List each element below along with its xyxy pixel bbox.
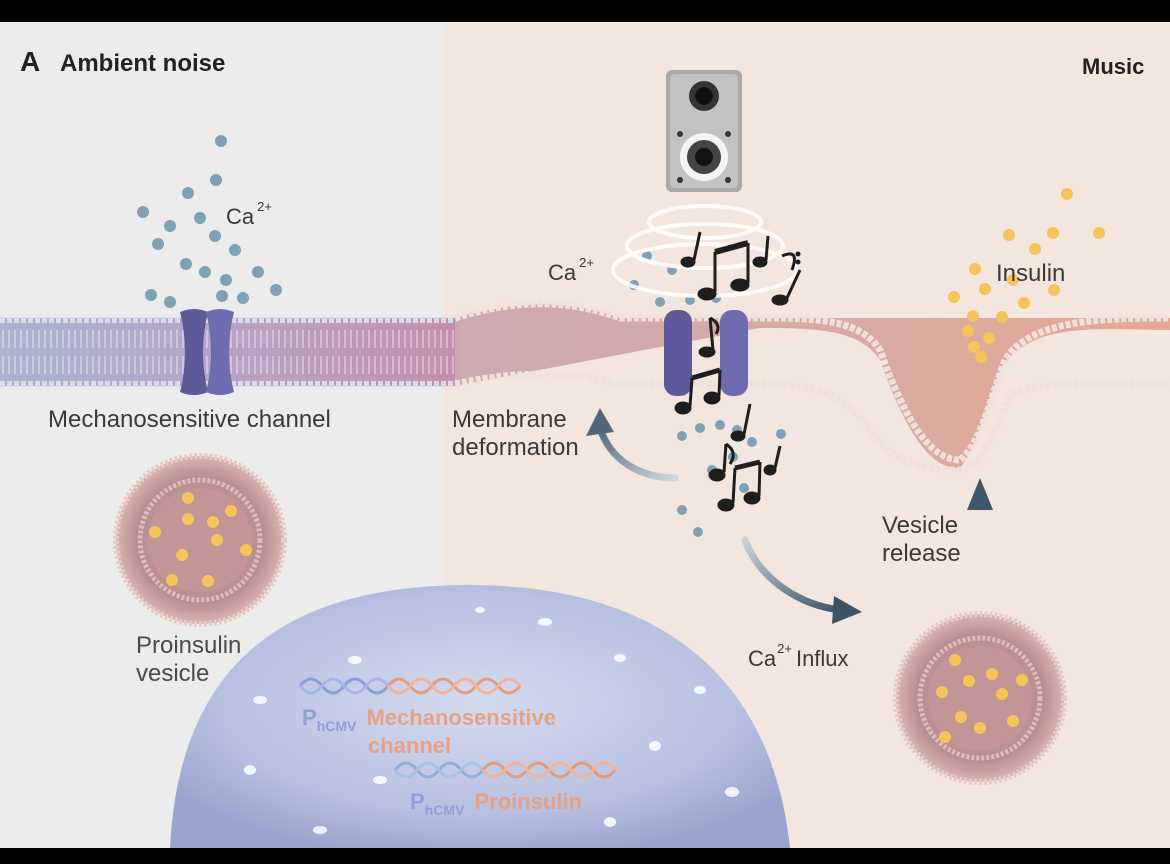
calcium-influx-label: Ca2+Influx — [748, 641, 849, 671]
promoter-subscript: hCMV — [316, 718, 357, 734]
cell-membrane-right — [453, 300, 1170, 474]
music-notes-icon — [674, 231, 802, 512]
vesicle-release-arrow — [967, 478, 993, 612]
promoter-subscript: hCMV — [424, 802, 465, 818]
insulin-particles — [948, 188, 1105, 363]
top-bar — [0, 0, 1170, 22]
promoter-label: PhCMV — [410, 789, 464, 817]
membrane-deformation-label-line2: deformation — [452, 433, 579, 461]
calcium-ions-left — [137, 135, 282, 308]
calcium-influx-label-ca: Ca — [748, 646, 777, 671]
calcium-label-right-text: Ca — [548, 260, 577, 285]
gene-construct-proinsulin: PhCMV Proinsulin — [410, 789, 583, 817]
bottom-bar — [0, 848, 1170, 864]
speaker-icon — [666, 70, 742, 192]
calcium-label-left-text: Ca — [226, 204, 255, 229]
promoter-letter: P — [410, 789, 425, 814]
membrane-deformation-arrow — [586, 408, 679, 482]
calcium-influx-label-charge: 2+ — [777, 641, 792, 656]
proinsulin-vesicle-label-line1: Proinsulin — [136, 632, 242, 659]
calcium-label-left-charge: 2+ — [257, 199, 272, 214]
promoter-label: PhCMV — [302, 705, 356, 733]
gene-name: Proinsulin — [474, 789, 583, 814]
calcium-influx-arrow — [741, 536, 862, 624]
vesicle-release-label: Vesicle release — [882, 512, 961, 567]
calcium-influx-label-text: Influx — [795, 646, 849, 671]
promoter-letter: P — [302, 705, 317, 730]
gene-name-line2: channel — [368, 733, 452, 758]
vesicle-release-label-line2: release — [882, 539, 961, 567]
membrane-deformation-label: Membrane deformation — [452, 406, 579, 461]
insulin-label: Insulin — [996, 260, 1066, 287]
nucleus — [170, 585, 790, 848]
gene-construct-channel: PhCMV Mechanosensitive — [302, 705, 556, 733]
gene-name-line1: Mechanosensitive — [366, 705, 556, 730]
panel-letter: A — [20, 46, 41, 77]
mechanosensitive-channel-label: Mechanosensitive channel — [48, 406, 331, 433]
mechanosensitive-channel-right — [664, 310, 748, 396]
panel-title-music: Music — [1082, 54, 1145, 79]
membrane-deformation-label-line1: Membrane — [452, 406, 567, 433]
mechanosensitive-channel-left — [180, 309, 234, 395]
vesicle-release-label-line1: Vesicle — [882, 512, 959, 539]
panel-title-ambient-noise: Ambient noise — [60, 50, 226, 77]
calcium-label-right-charge: 2+ — [579, 255, 594, 270]
proinsulin-vesicle-label-line2: vesicle — [136, 659, 210, 687]
proinsulin-vesicle-left — [113, 453, 287, 627]
proinsulin-vesicle-label: Proinsulin vesicle — [136, 632, 241, 687]
insulin-vesicle-right — [893, 611, 1067, 785]
dna-icon — [298, 677, 617, 779]
